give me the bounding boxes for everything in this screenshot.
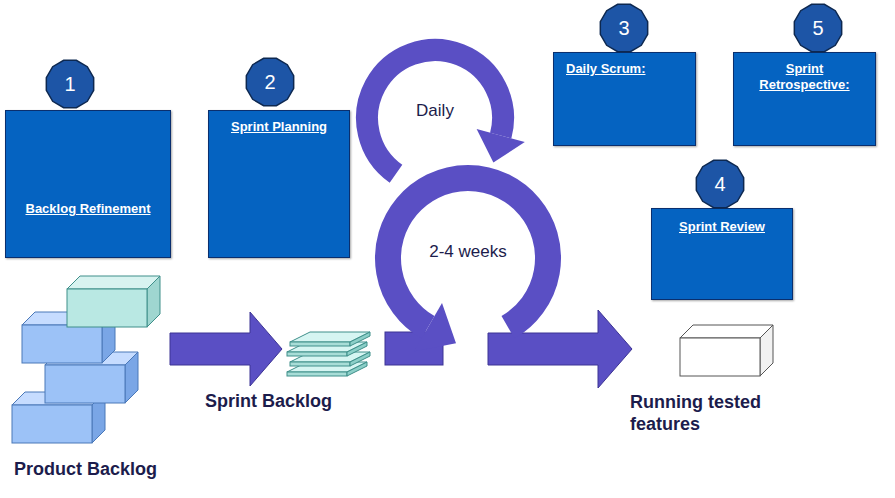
callout-badge-outline (46, 60, 93, 107)
callout-text: 1 (64, 73, 75, 95)
daily-loop-head (477, 129, 525, 163)
box-label: Backlog Refinement (14, 201, 162, 217)
callout-badge-outline (794, 4, 841, 51)
caption-label: Sprint Backlog (205, 390, 365, 412)
daily-loop (367, 50, 503, 174)
backlog-item (67, 276, 160, 327)
caption-label: Running tested features (630, 391, 790, 435)
sprint-loop (388, 178, 548, 327)
sprint-backlog-stack (287, 332, 370, 376)
sprint-loop-head (414, 303, 456, 351)
callout-badge-outline (600, 4, 647, 51)
callout-text: 2 (264, 71, 275, 93)
callout-number: 2 (244, 56, 296, 108)
product-backlog-stack (12, 276, 160, 443)
process-box: Sprint Planning (208, 110, 350, 258)
box-label: Sprint Planning (217, 119, 341, 135)
callout-badge-outline (246, 58, 293, 105)
callout-number: 3 (598, 2, 650, 54)
box-label: Sprint Retrospective: (742, 61, 867, 93)
caption-label: Daily (395, 100, 475, 121)
process-box: Backlog Refinement (5, 110, 171, 258)
callout-text: 5 (812, 17, 823, 39)
caption-label: 2-4 weeks (413, 241, 523, 262)
callout-text: 3 (618, 17, 629, 39)
flow-arrow (170, 312, 282, 386)
box-label: Sprint Review (660, 219, 784, 235)
process-box: Sprint Review (651, 208, 793, 300)
process-box: Daily Scrum: (553, 52, 696, 146)
callout-text: 4 (714, 173, 725, 195)
callout-number: 1 (44, 58, 96, 110)
callout-number: 5 (792, 2, 844, 54)
box-label: Daily Scrum: (566, 61, 683, 77)
feature-increment (680, 325, 773, 376)
callout-badge-outline (696, 160, 743, 207)
callout-number: 4 (694, 158, 746, 210)
caption-label: Product Backlog (14, 458, 214, 480)
process-box: Sprint Retrospective: (733, 52, 876, 146)
